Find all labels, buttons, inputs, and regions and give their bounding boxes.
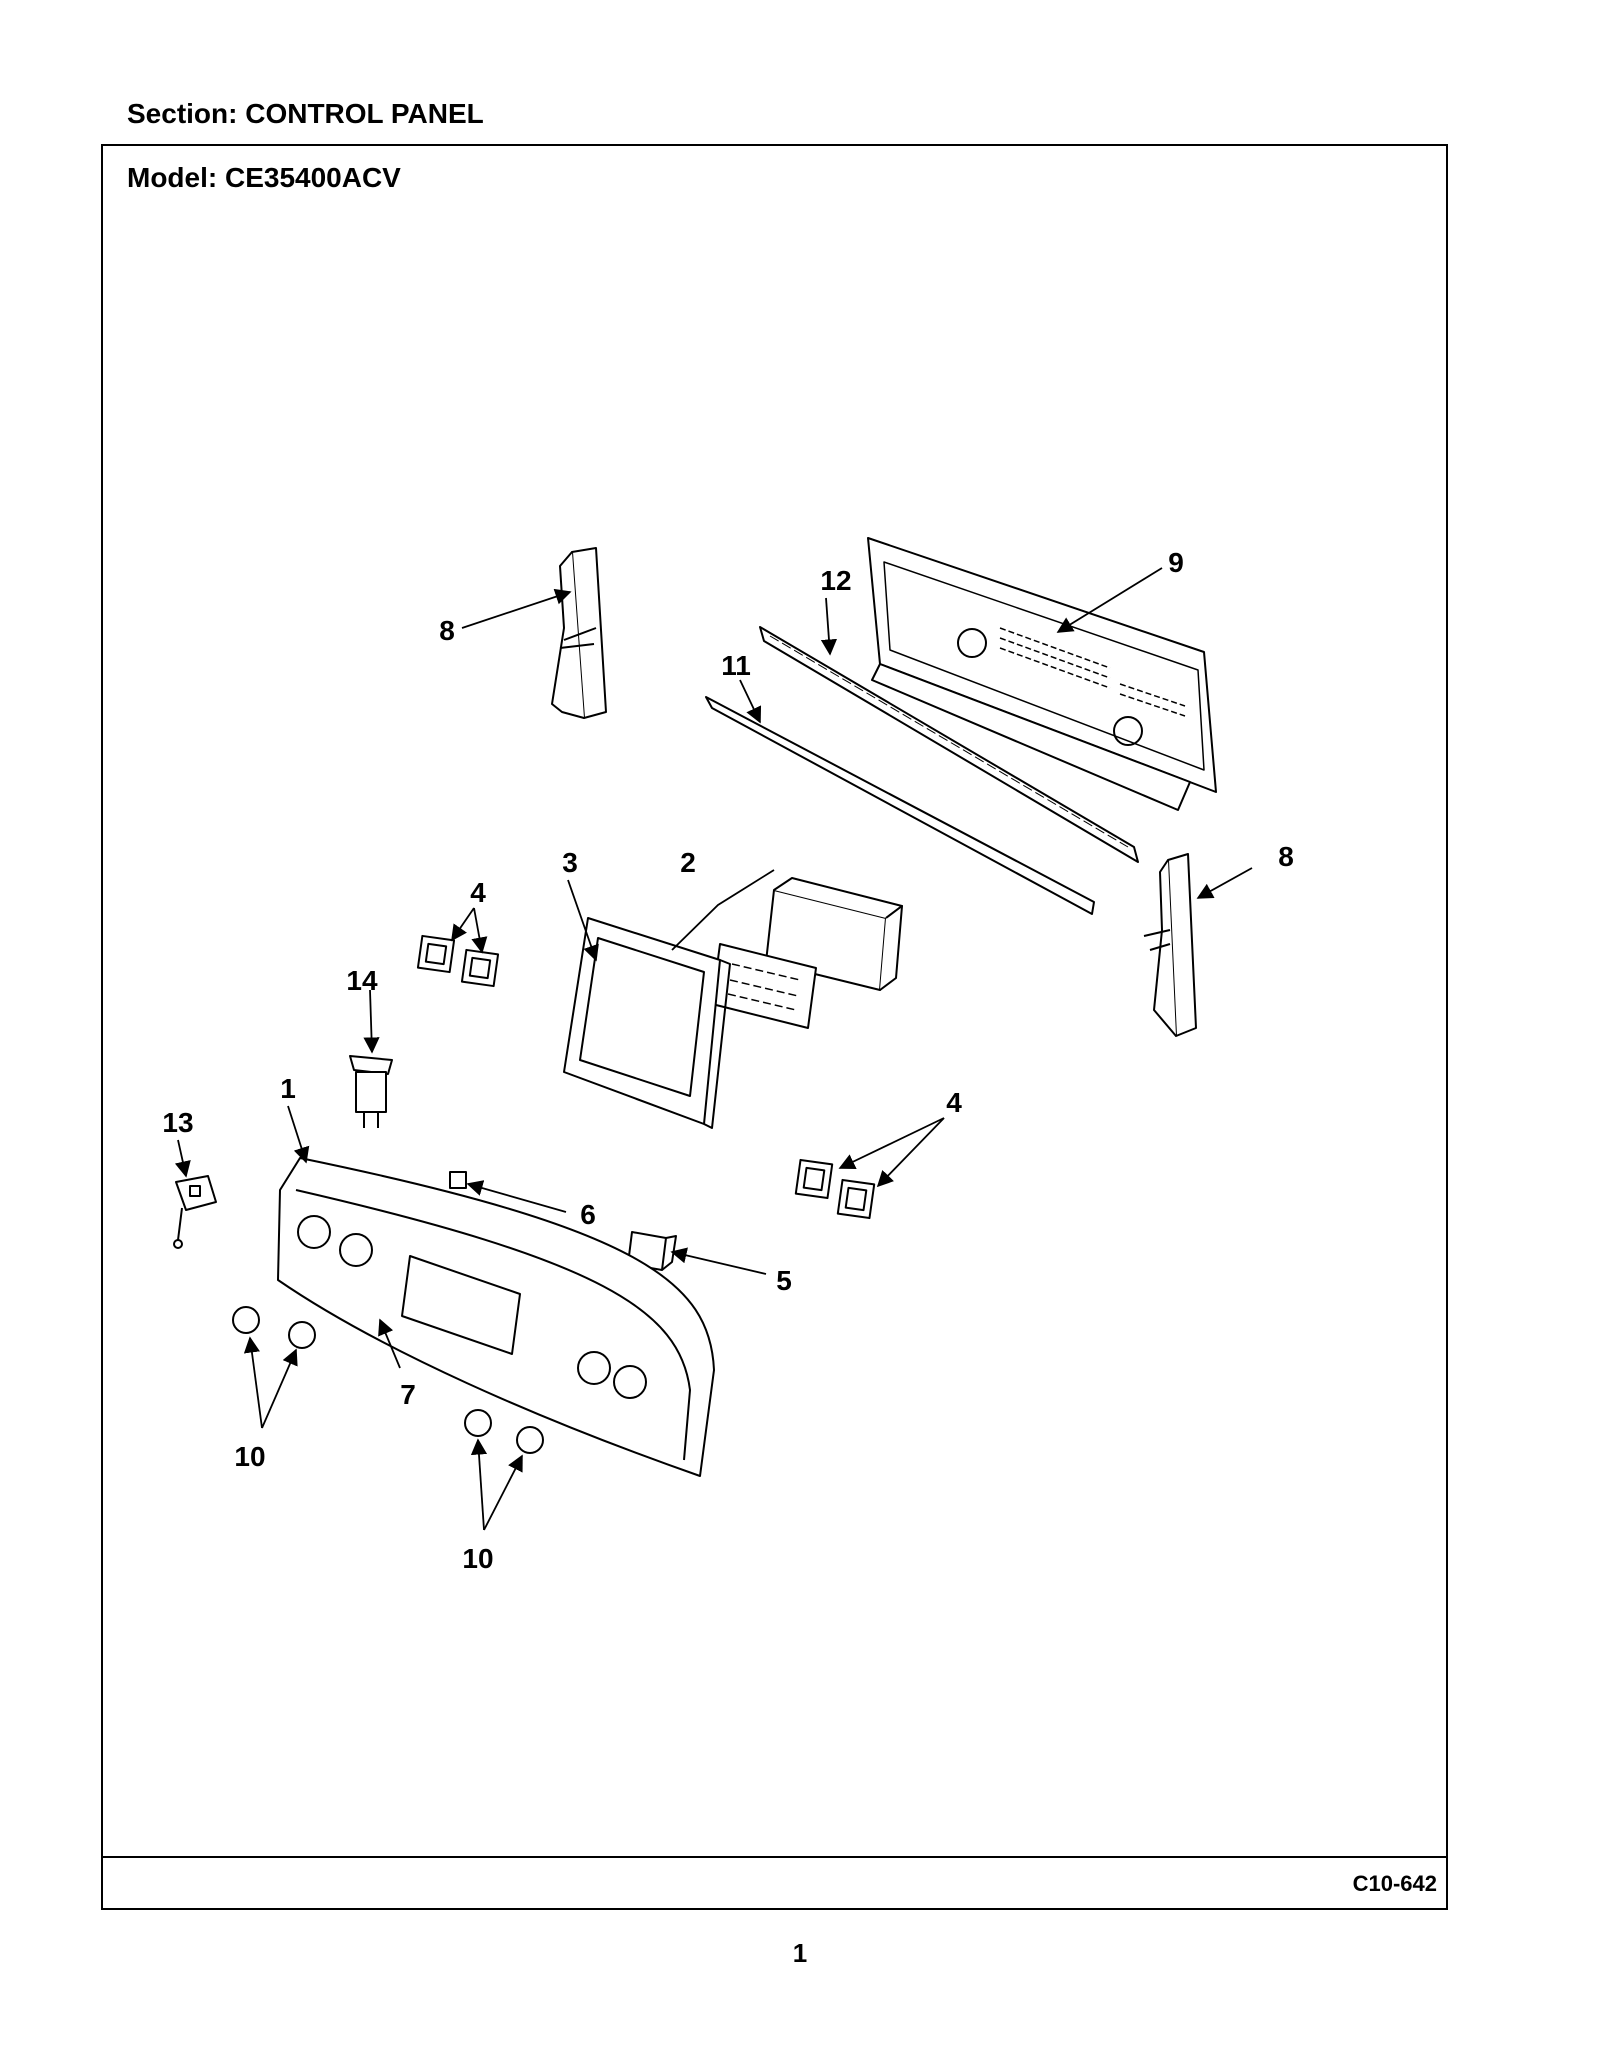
control-panel-main — [277, 1157, 715, 1477]
diagram-code: C10-642 — [1352, 1871, 1437, 1896]
knobs — [232, 1306, 544, 1454]
callout-10-right: 10 — [462, 1543, 493, 1574]
callout-3: 3 — [562, 847, 578, 878]
callout-13: 13 — [162, 1107, 193, 1138]
callout-10-left: 10 — [234, 1441, 265, 1472]
callout-11: 11 — [721, 650, 751, 681]
callout-4-upper: 4 — [470, 877, 486, 908]
callout-12: 12 — [820, 565, 851, 596]
display-overlay — [563, 917, 731, 1129]
lower-strip — [705, 696, 1095, 915]
electronic-control — [711, 877, 903, 1029]
model-title: Model: CE35400ACV — [127, 162, 401, 193]
callout-1: 1 — [280, 1073, 296, 1104]
diagram-frame — [101, 144, 1448, 1910]
small-switch — [449, 1171, 467, 1189]
section-title: Section: CONTROL PANEL — [127, 98, 484, 129]
callout-8-right: 8 — [1278, 841, 1294, 872]
end-cap-right — [1143, 853, 1197, 1037]
callout-9: 9 — [1168, 547, 1184, 578]
callout-5: 5 — [776, 1265, 792, 1296]
end-cap-left — [551, 547, 607, 719]
switch-upper-pair — [416, 934, 500, 988]
switch-lower-pair — [794, 1158, 876, 1220]
callout-2: 2 — [680, 847, 696, 878]
callout-8-left: 8 — [439, 615, 455, 646]
callout-7: 7 — [400, 1379, 416, 1410]
footer-divider — [101, 1856, 1448, 1858]
callout-4-lower: 4 — [946, 1087, 962, 1118]
indicator-light — [349, 1055, 393, 1128]
callout-6: 6 — [580, 1199, 596, 1230]
thermal-fuse — [173, 1175, 217, 1249]
callout-14: 14 — [346, 965, 378, 996]
trim-strip — [759, 626, 1139, 863]
rear-panel-bracket — [867, 537, 1217, 811]
page-number: 1 — [792, 1938, 808, 1968]
